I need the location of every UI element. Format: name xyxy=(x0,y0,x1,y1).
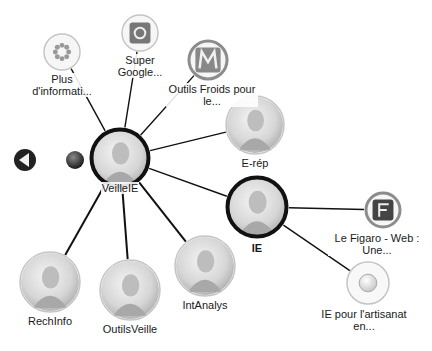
node-label: Le Figaro - Web : Une... xyxy=(328,232,426,256)
node-label: E-rép xyxy=(241,157,270,169)
node-label: IntAnalys xyxy=(181,299,228,311)
topic-node xyxy=(346,261,390,305)
link-line xyxy=(150,132,226,151)
topic-node xyxy=(187,39,229,81)
node-circle xyxy=(43,33,81,71)
topic-node xyxy=(174,235,236,297)
link-line xyxy=(122,189,127,259)
back-arrow xyxy=(19,153,29,167)
node-circle xyxy=(346,261,390,305)
node-circle xyxy=(174,235,236,297)
node-circle xyxy=(187,39,229,81)
node-circle xyxy=(121,14,159,52)
node-circle xyxy=(99,259,161,321)
node-label: IE xyxy=(251,242,263,254)
node-label: RechInfo xyxy=(27,315,73,327)
node-label: Super Google... xyxy=(109,54,171,78)
link-line xyxy=(139,182,186,241)
link-line xyxy=(289,208,364,210)
node-label: Outils Froids pour le... xyxy=(166,83,258,107)
node-label: OutilsVeille xyxy=(102,323,158,335)
topic-node xyxy=(225,175,289,239)
nav-ball xyxy=(66,151,84,169)
topic-node xyxy=(364,191,402,229)
topic-node xyxy=(121,14,159,52)
node-label: IE pour l'artisanat en... xyxy=(313,308,415,332)
topic-node xyxy=(89,127,151,189)
node-label: VeilleIE xyxy=(101,182,140,194)
topic-node xyxy=(43,33,81,71)
node-circle xyxy=(364,191,402,229)
node-label: Plus d'informati... xyxy=(25,73,99,97)
node-circle xyxy=(225,175,289,239)
node-circle xyxy=(19,251,81,313)
link-line xyxy=(65,185,105,255)
link-line xyxy=(149,168,227,196)
topic-node xyxy=(99,259,161,321)
node-circle xyxy=(89,127,151,189)
back-button xyxy=(14,149,36,171)
topic-node xyxy=(19,251,81,313)
